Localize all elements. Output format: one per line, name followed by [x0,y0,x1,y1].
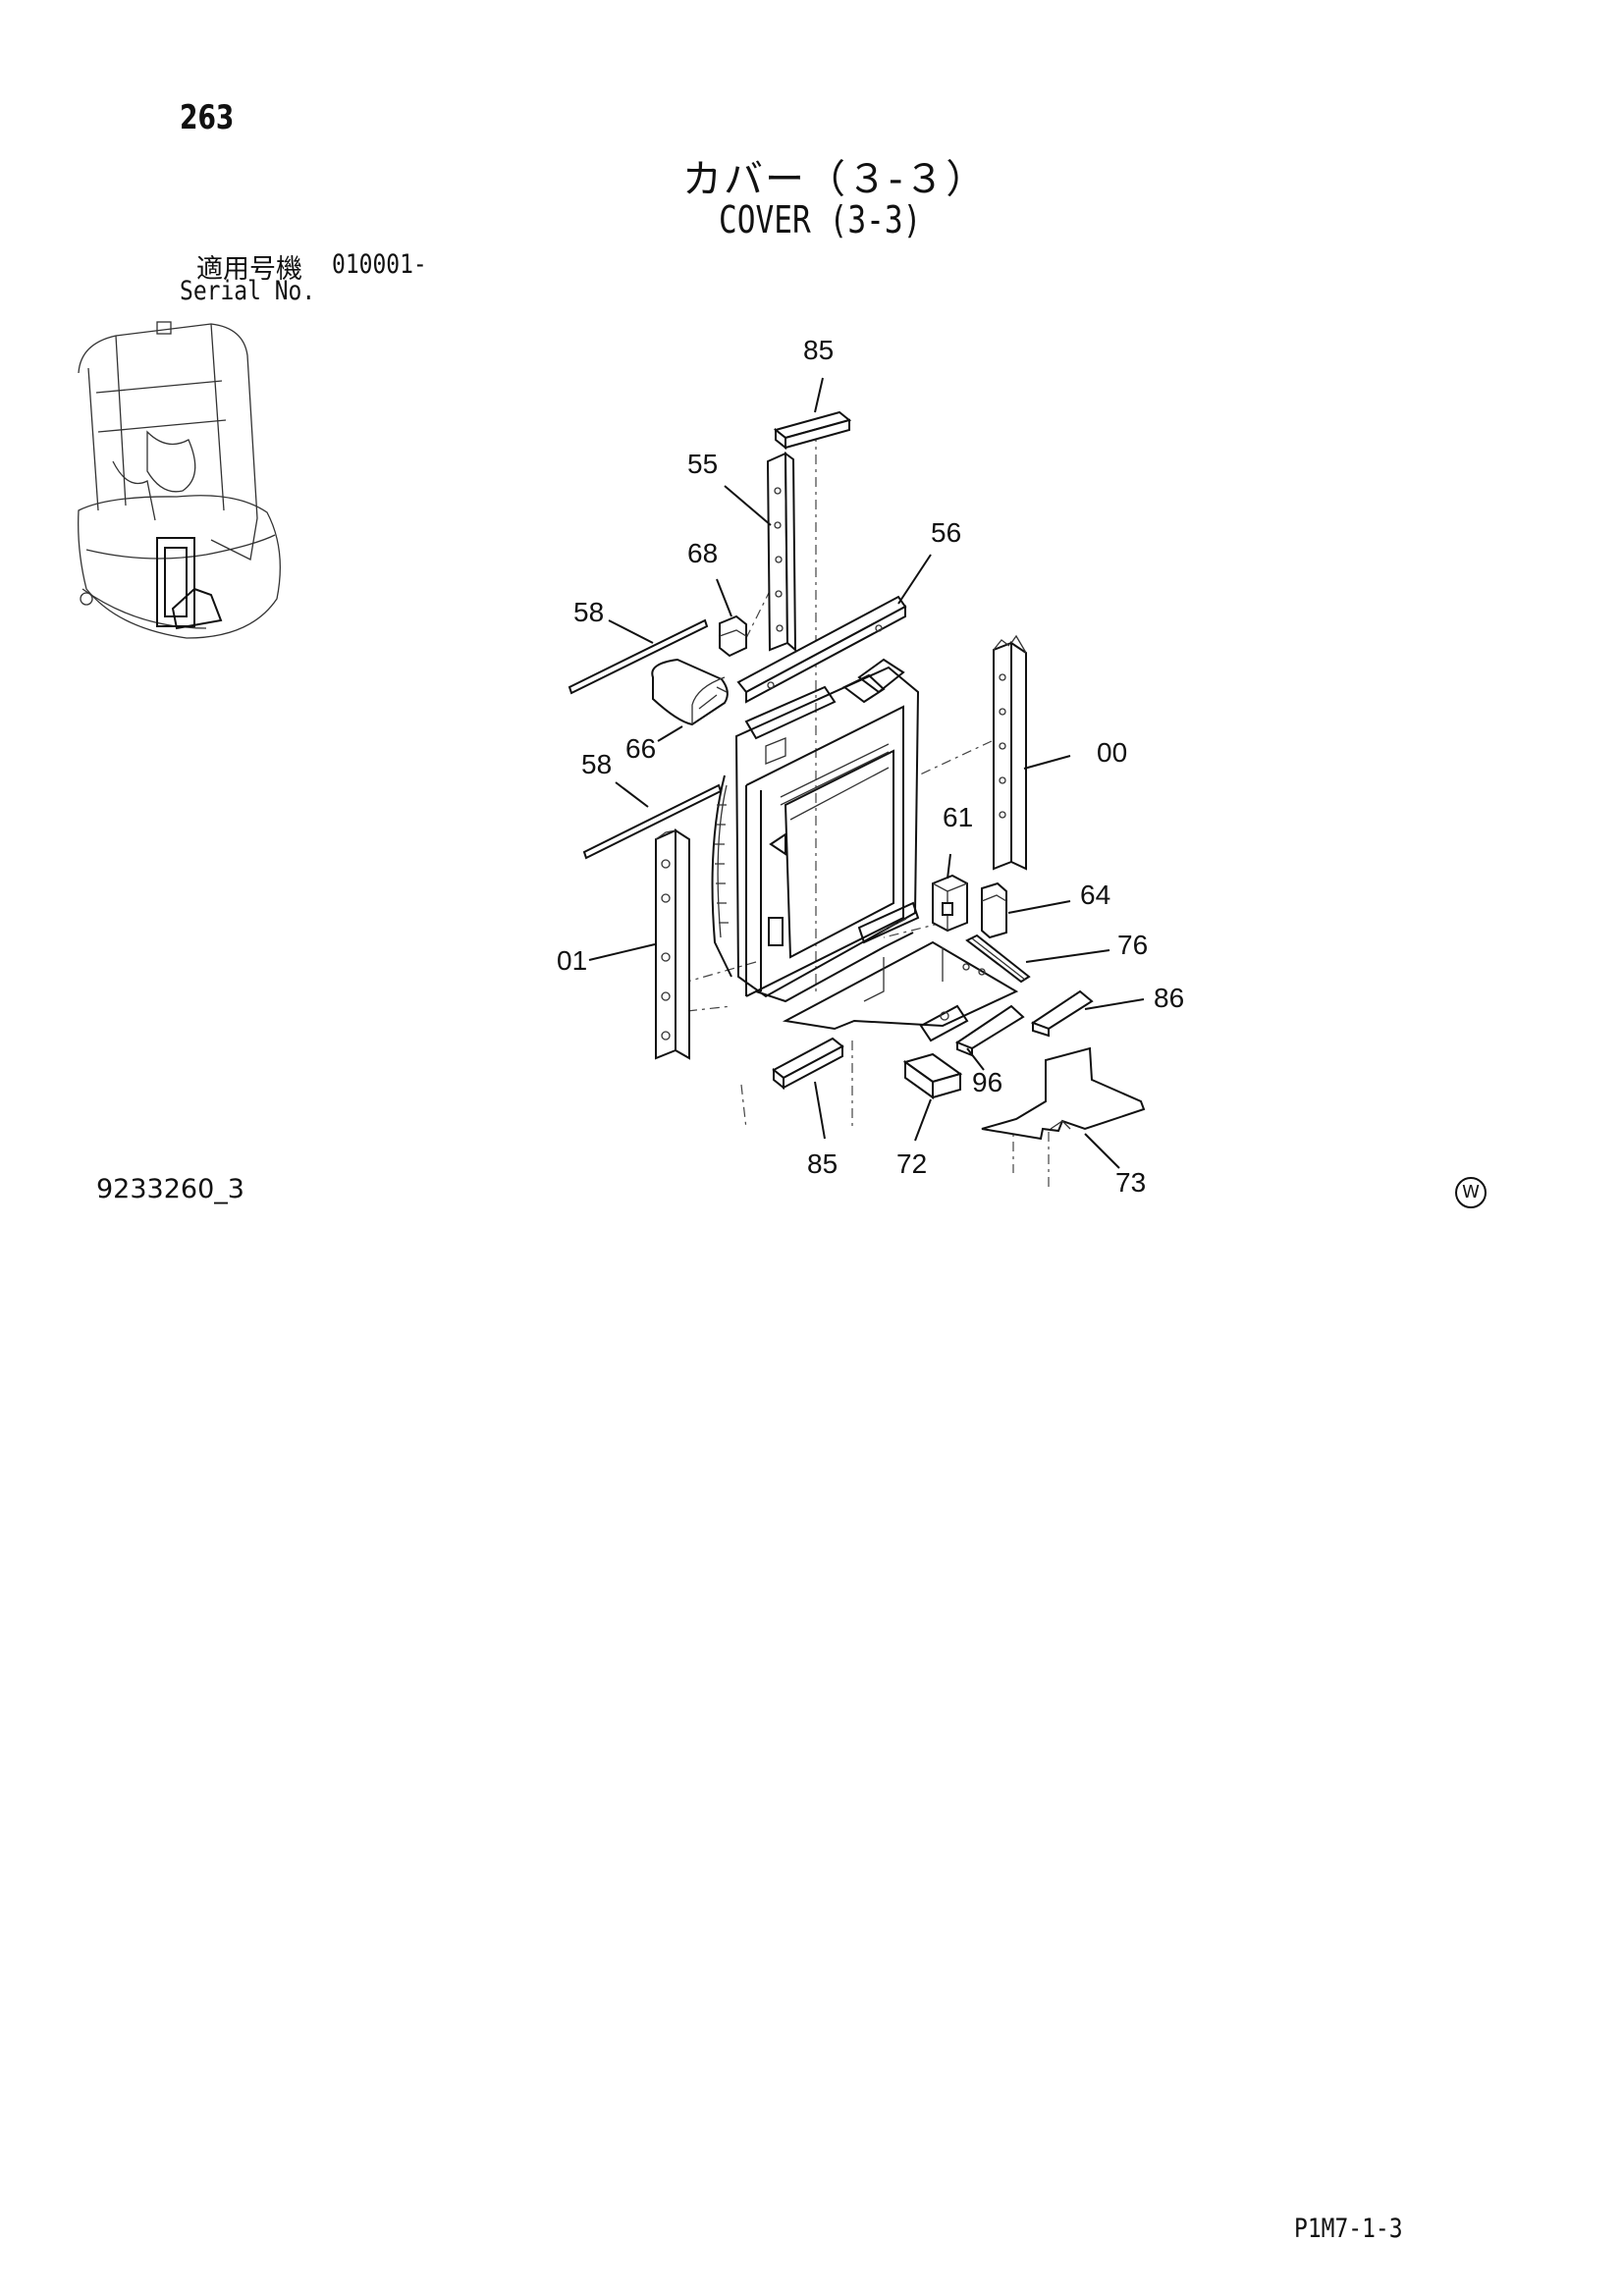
serial-label-japanese: 適用号機 [196,254,302,285]
part-76-rubber-strip [965,934,1031,984]
callout-58-upper: 58 [573,597,604,627]
part-85-bottom [772,1037,844,1091]
part-96-wedge [954,1004,1025,1057]
part-68-clip [719,614,747,658]
callout-73: 73 [1115,1167,1146,1198]
part-58-seal-upper [568,618,709,695]
part-66-hose-cover [651,658,729,726]
cover-frame-assembly [711,658,1019,1042]
part-61-block [932,874,968,933]
page-number: 263 [180,98,235,137]
callout-61: 61 [943,802,973,832]
callout-86: 86 [1154,983,1184,1013]
serial-number-value: 010001- [332,249,427,280]
part-72-block [902,1052,963,1099]
title-japanese: カバー（３-３） [682,157,988,202]
callout-56: 56 [931,517,961,548]
callout-68: 68 [687,538,718,568]
callout-01: 01 [557,945,587,976]
callout-64: 64 [1080,880,1110,910]
part-86-wedge [1030,989,1094,1038]
part-00-right-strip [993,634,1027,871]
diagram-code: 9233260_3 [96,1174,244,1204]
part-55-vertical-strip [766,451,797,653]
callout-00: 00 [1097,737,1127,768]
page-code: P1M7-1-3 [1294,2214,1403,2244]
part-58-seal-lower [582,783,723,860]
callout-66: 66 [625,733,656,764]
part-64-block [981,881,1007,939]
callout-58-lower: 58 [581,749,612,779]
part-85-top [773,410,852,451]
callout-72: 72 [896,1148,927,1179]
callout-55: 55 [687,449,718,479]
callout-76: 76 [1117,930,1148,960]
callout-labels: 85 55 68 56 58 66 58 00 61 64 01 76 86 9… [557,335,1184,1198]
leader-lines [588,377,1145,1169]
assembly-center-lines [686,432,1050,1188]
part-56-horizontal-strip [736,595,907,704]
callout-96: 96 [972,1067,1002,1097]
title-english: COVER (3-3) [719,198,922,241]
serial-label-english: Serial No. [180,276,316,306]
machine-overview-thumbnail [78,321,281,639]
callout-85-bottom: 85 [807,1148,838,1179]
part-01-left-strip [655,828,690,1060]
callout-85-top: 85 [803,335,834,365]
watermark-circle-icon: W [1455,1177,1487,1208]
part-73-plate [981,1046,1146,1141]
